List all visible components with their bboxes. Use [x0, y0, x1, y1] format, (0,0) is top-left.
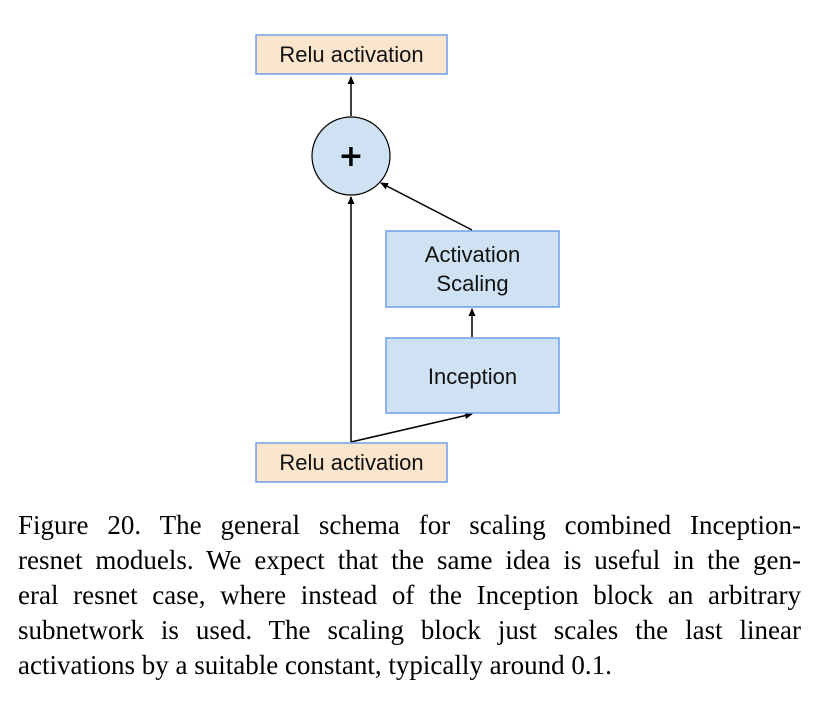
activation-scaling-node: Activation Scaling	[385, 230, 560, 308]
relu-bottom-node: Relu activation	[255, 442, 448, 483]
caption-line: subnetwork is used. The scaling block ju…	[18, 615, 801, 645]
figure-caption: Figure 20. The general schema for scalin…	[18, 508, 801, 683]
caption-line: eral resnet case, where instead of the I…	[18, 580, 801, 610]
resnet-scaling-diagram: Relu activation + Activation Scaling Inc…	[255, 34, 560, 483]
relu-top-node: Relu activation	[255, 34, 448, 75]
inception-label: Inception	[428, 364, 517, 389]
relu-bottom-label: Relu activation	[279, 450, 423, 475]
sum-circle	[311, 116, 391, 196]
activation-scaling-label-line2: Scaling	[436, 271, 508, 296]
plus-icon: +	[338, 139, 363, 174]
sum-node: +	[311, 116, 391, 196]
activation-scaling-box	[385, 230, 560, 308]
caption-line: Figure 20. The general schema for scalin…	[18, 510, 801, 540]
relu-top-label: Relu activation	[279, 42, 423, 67]
relu-bottom-box	[255, 442, 448, 483]
edge-relu-bottom-to-inception	[350, 412, 473, 443]
caption-line: activations by a suitable constant, typi…	[18, 650, 612, 680]
caption-line: resnet moduels. We expect that the same …	[18, 545, 801, 575]
relu-top-box	[255, 34, 448, 75]
inception-node: Inception	[385, 337, 560, 414]
edge-scaling-to-sum	[380, 182, 473, 231]
activation-scaling-label-line1: Activation	[425, 242, 520, 267]
inception-box	[385, 337, 560, 414]
